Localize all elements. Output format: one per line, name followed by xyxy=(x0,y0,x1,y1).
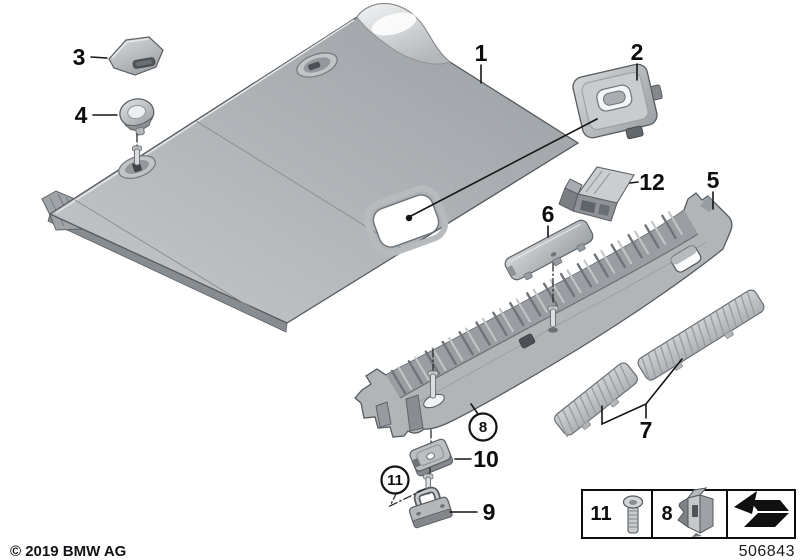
leader-12 xyxy=(629,181,639,184)
part-4-screw-pin xyxy=(132,145,142,166)
sill-left-post-1 xyxy=(405,394,424,432)
part-3-cover-cap xyxy=(108,36,164,76)
callout-4[interactable]: 4 xyxy=(75,102,88,128)
svg-text:8: 8 xyxy=(479,419,487,436)
legend-cell-screw: 11 xyxy=(590,495,644,534)
legend-box: 11 8 xyxy=(581,487,796,539)
floor-panel-seam-2 xyxy=(74,199,269,319)
callout-2[interactable]: 2 xyxy=(631,39,644,65)
callout-9[interactable]: 9 xyxy=(483,499,496,525)
part-9-tie-down-loop xyxy=(408,486,453,529)
callout-11-circled[interactable]: 11 xyxy=(380,465,410,495)
sill-ribs-light xyxy=(397,211,683,391)
callout-10[interactable]: 10 xyxy=(473,446,499,472)
part-1-floor-panel xyxy=(41,2,580,333)
countersunk-screw-icon xyxy=(622,495,644,534)
floor-panel-oval-recess-left xyxy=(118,155,156,179)
part-5-sill-trim-panel xyxy=(354,192,733,438)
callout-7[interactable]: 7 xyxy=(640,417,653,443)
floor-panel-top-edge-highlight xyxy=(55,19,355,214)
bump-highlight xyxy=(371,12,417,36)
floor-panel-bump xyxy=(356,3,452,65)
copyright-notice: © 2019 BMW AG xyxy=(10,543,126,560)
callout-6[interactable]: 6 xyxy=(542,201,555,227)
diagram-number: 506843 xyxy=(739,543,795,560)
leader-2-dot xyxy=(405,214,413,222)
callout-3[interactable]: 3 xyxy=(73,44,86,70)
svg-text:11: 11 xyxy=(387,472,403,489)
leader-2-to-panel xyxy=(408,118,598,218)
legend-clip-number: 8 xyxy=(661,503,672,525)
sill-ribs-dark xyxy=(390,214,677,395)
callout-5[interactable]: 5 xyxy=(707,167,720,193)
leader-lines xyxy=(90,56,714,513)
leader-11-dashdot xyxy=(388,487,428,508)
sill-fold-line xyxy=(399,233,699,399)
sill-screw-pin xyxy=(427,370,439,399)
callout-1[interactable]: 1 xyxy=(475,40,488,66)
callout-12[interactable]: 12 xyxy=(639,169,665,195)
leader-7 xyxy=(601,358,683,426)
part-6-cover-strip xyxy=(504,219,594,281)
part-4-pull-knob xyxy=(119,98,155,166)
floor-panel-oval-recess-top xyxy=(296,52,338,78)
sill-hex-hole xyxy=(518,333,536,349)
sill-left-post-2 xyxy=(375,401,392,428)
floor-panel-handle-hole xyxy=(363,185,449,257)
leader-8 xyxy=(470,403,479,415)
part-6-screw-pin xyxy=(547,305,559,333)
part-7-step-pad-small xyxy=(554,362,638,438)
legend-screw-number: 11 xyxy=(590,503,611,525)
sill-right-tab-shade xyxy=(700,196,715,212)
part-12-bracket xyxy=(558,166,635,222)
part-2-handle-cover xyxy=(572,63,663,140)
direction-arrow-icon xyxy=(734,491,789,527)
callout-8-circled[interactable]: 8 xyxy=(468,412,498,442)
legend-cell-clip: 8 xyxy=(661,487,714,537)
spring-clip-icon xyxy=(677,487,714,537)
part-10-pad-bracket xyxy=(409,438,454,477)
sill-rect-hole xyxy=(670,245,702,273)
callouts: 1 2 3 4 5 6 7 9 10 12 8 11 xyxy=(73,39,720,525)
leader-3 xyxy=(90,56,108,59)
part-7-step-pad-large xyxy=(637,289,765,382)
